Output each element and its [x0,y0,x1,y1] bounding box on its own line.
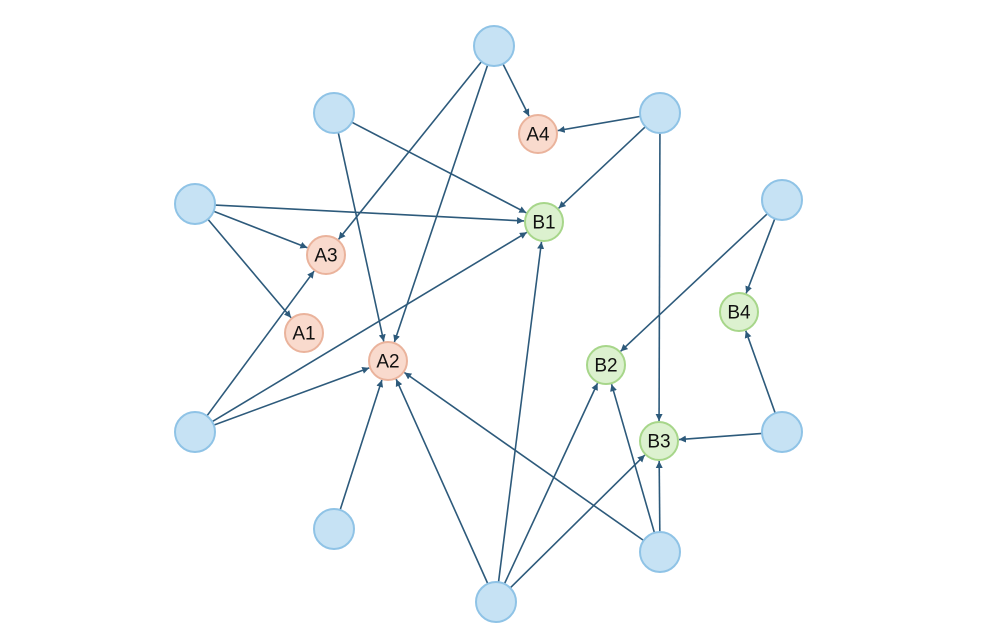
node-n5 [761,179,803,221]
node-circle-n9 [639,531,681,573]
node-n9 [639,531,681,573]
node-A3: A3 [306,235,346,275]
node-B3: B3 [639,421,679,461]
node-label-A1: A1 [292,324,315,345]
edge-n1-to-A2 [393,64,489,343]
node-circle-n8 [475,581,517,623]
edge-n3-to-B1 [558,126,646,209]
edge-n7-to-A2 [339,379,384,511]
edge-n2-to-B1 [351,121,527,214]
edge-n6-to-A3 [206,270,315,417]
node-circle-B3 [639,421,679,461]
node-n4 [174,183,216,225]
node-label-B4: B4 [727,303,751,324]
edge-n2-to-A2 [337,132,386,342]
edge-n9-to-B3 [655,460,663,533]
node-A4: A4 [518,114,558,154]
node-circle-n4 [174,183,216,225]
node-circle-n6 [174,411,216,453]
node-label-A3: A3 [314,246,337,267]
edge-n3-to-B3 [655,132,663,422]
node-A1: A1 [284,313,324,353]
node-circle-B2 [586,345,626,385]
edge-n10-to-B3 [678,432,763,443]
node-n3 [639,92,681,134]
node-label-A4: A4 [526,125,550,146]
edge-n4-to-B1 [214,204,525,225]
node-circle-A3 [306,235,346,275]
node-circle-B1 [524,202,564,242]
node-n2 [313,92,355,134]
edge-n8-to-B2 [503,382,599,585]
node-label-B1: B1 [532,213,555,234]
node-n8 [475,581,517,623]
node-circle-n2 [313,92,355,134]
node-label-A2: A2 [376,352,399,373]
node-label-B2: B2 [594,356,617,377]
node-circle-n3 [639,92,681,134]
edge-n1-to-A3 [337,61,483,240]
edges-layer [206,61,777,589]
node-B4: B4 [719,292,759,332]
edge-n8-to-A2 [395,378,489,585]
node-n7 [313,508,355,550]
edge-n10-to-B4 [744,330,777,414]
node-circle-n10 [761,411,803,453]
edge-n8-to-B1 [497,241,545,583]
edge-n4-to-A3 [213,210,308,249]
node-circle-A1 [284,313,324,353]
edge-n6-to-A2 [213,367,370,426]
node-circle-B4 [719,292,759,332]
node-circle-n7 [313,508,355,550]
node-n10 [761,411,803,453]
edge-n3-to-A4 [557,115,641,133]
node-B2: B2 [586,345,626,385]
node-A2: A2 [368,341,408,381]
node-n6 [174,411,216,453]
edge-n9-to-A2 [403,371,645,542]
edge-n1-to-A4 [502,63,530,117]
edge-n6-to-B1 [211,231,528,423]
edge-n5-to-B2 [620,213,768,352]
edge-n4-to-A1 [207,218,292,319]
node-circle-A2 [368,341,408,381]
node-circle-n1 [473,25,515,67]
node-label-B3: B3 [647,432,670,453]
node-circle-A4 [518,114,558,154]
edge-n8-to-B3 [509,454,646,589]
edge-n9-to-B2 [610,383,656,534]
node-n1 [473,25,515,67]
node-B1: B1 [524,202,564,242]
edge-n5-to-B4 [745,218,776,294]
node-circle-n5 [761,179,803,221]
